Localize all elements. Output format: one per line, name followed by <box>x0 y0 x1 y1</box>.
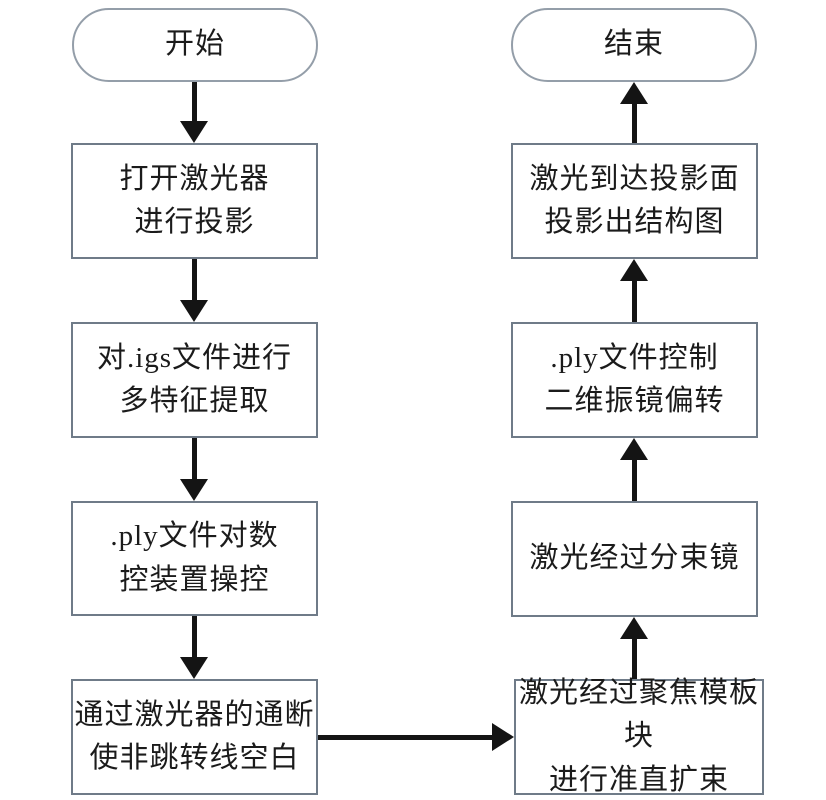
arrow-shaft <box>191 438 197 479</box>
arrow-down-step1-to-step2 <box>180 259 208 322</box>
arrow-shaft <box>191 82 197 121</box>
start-terminal: 开始 <box>72 8 318 82</box>
step-open-laser-projection: 打开激光器 进行投影 <box>71 143 318 259</box>
step-ply-nc-device-control: .ply文件对数 控装置操控 <box>71 501 318 616</box>
arrow-head-up-icon <box>620 438 648 460</box>
step-text: 对.igs文件进行 多特征提取 <box>96 341 293 418</box>
step-text: 激光经过聚焦模板块 进行准直扩束 <box>518 676 759 796</box>
end-label: 结束 <box>603 28 664 61</box>
step-laser-switching-blank-lines: 通过激光器的通断 使非跳转线空白 <box>71 679 318 795</box>
step-text: 通过激光器的通断 使非跳转线空白 <box>74 698 315 775</box>
arrow-shaft <box>631 460 637 501</box>
step-text: 激光经过分束镜 <box>529 542 740 575</box>
arrow-shaft <box>191 259 197 300</box>
arrow-head-up-icon <box>620 617 648 639</box>
start-label: 开始 <box>164 28 225 61</box>
arrow-shaft <box>631 639 637 679</box>
step-text: 打开激光器 进行投影 <box>119 162 270 239</box>
arrow-down-start-to-step1 <box>180 82 208 143</box>
arrow-shaft <box>631 104 637 143</box>
step-igs-feature-extraction: 对.igs文件进行 多特征提取 <box>71 322 318 438</box>
arrow-head-down-icon <box>180 479 208 501</box>
arrow-head-right-icon <box>492 723 514 751</box>
arrow-head-down-icon <box>180 121 208 143</box>
arrow-down-step3-to-step4 <box>180 616 208 679</box>
arrow-shaft <box>191 616 197 657</box>
arrow-shaft <box>318 734 492 740</box>
step-text: .ply文件控制 二维振镜偏转 <box>544 341 725 418</box>
arrow-right-step4-to-step5 <box>318 723 514 751</box>
step-ply-galvo-deflection: .ply文件控制 二维振镜偏转 <box>511 322 758 438</box>
arrow-shaft <box>631 281 637 322</box>
arrow-down-step2-to-step3 <box>180 438 208 501</box>
step-laser-projection-surface: 激光到达投影面 投影出结构图 <box>511 143 758 259</box>
arrow-head-up-icon <box>620 259 648 281</box>
arrow-up-step8-to-end <box>620 82 648 143</box>
step-laser-beam-splitter: 激光经过分束镜 <box>511 501 758 617</box>
arrow-up-step6-to-step7 <box>620 438 648 501</box>
arrow-up-step7-to-step8 <box>620 259 648 322</box>
arrow-head-down-icon <box>180 657 208 679</box>
arrow-head-up-icon <box>620 82 648 104</box>
step-laser-focus-module-collimation: 激光经过聚焦模板块 进行准直扩束 <box>514 677 764 796</box>
end-terminal: 结束 <box>511 8 757 82</box>
step-text: .ply文件对数 控装置操控 <box>110 520 279 596</box>
arrow-head-down-icon <box>180 300 208 322</box>
arrow-up-step5-to-step6 <box>620 617 648 679</box>
step-text: 激光到达投影面 投影出结构图 <box>529 162 740 239</box>
